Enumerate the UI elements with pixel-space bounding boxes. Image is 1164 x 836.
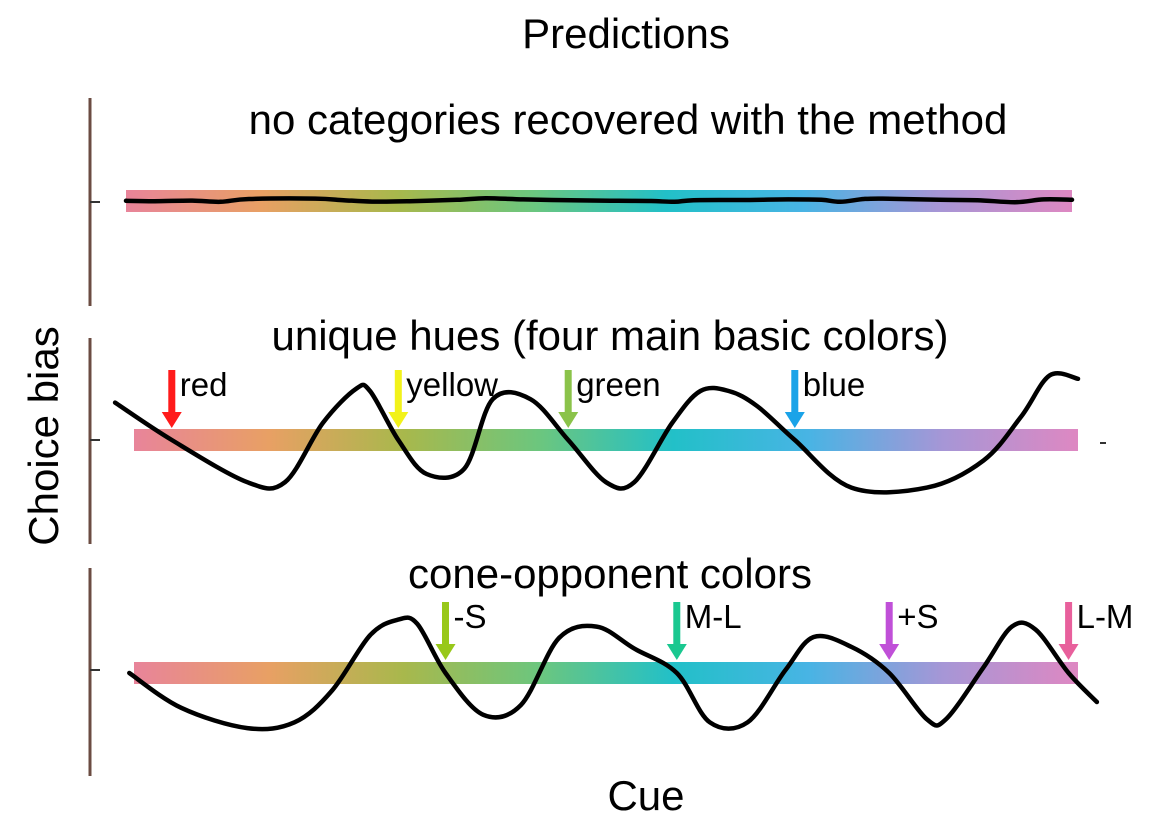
marker-label: red: [180, 366, 228, 403]
marker-arrow-shaft: [673, 602, 681, 646]
marker-label: +S: [897, 598, 938, 635]
panel-2-markers: red yellow green blue: [161, 366, 865, 428]
marker-arrow-head: [161, 412, 182, 428]
panel-1-bias-curve: [123, 195, 1075, 205]
panel-no-categories: no categories recovered with the method: [88, 96, 1075, 306]
marker-label: -S: [454, 598, 487, 635]
marker-label: blue: [803, 366, 865, 403]
marker-arrow-shaft: [791, 370, 799, 414]
panel-3-bias-curve: [127, 615, 1100, 732]
panel-2-title: unique hues (four main basic colors): [271, 312, 948, 359]
marker-arrow-shaft: [442, 602, 449, 646]
marker-arrow-shaft: [168, 370, 176, 414]
marker-label: L-M: [1077, 598, 1134, 635]
y-axis-label: Choice bias: [20, 326, 67, 545]
marker-arrow-head: [388, 412, 409, 428]
marker-label: yellow: [406, 366, 498, 403]
marker-arrow-head: [784, 412, 805, 428]
marker-arrow-head: [879, 644, 900, 660]
panel-unique-hues: unique hues (four main basic colors) red…: [88, 312, 1106, 544]
panel-3-title: cone-opponent colors: [408, 550, 812, 597]
marker-arrow-shaft: [564, 370, 572, 414]
marker-arrow-head: [1058, 644, 1079, 660]
marker-label: M-L: [685, 598, 742, 635]
marker-arrow-shaft: [394, 370, 402, 414]
figure-title: Predictions: [522, 10, 730, 57]
marker-arrow-shaft: [885, 602, 893, 646]
marker-arrow-head: [666, 644, 687, 660]
marker-arrow-head: [558, 412, 579, 428]
panel-2-hue-band: [134, 429, 1078, 451]
panel-3-hue-band: [134, 662, 1078, 684]
marker-label: green: [576, 366, 660, 403]
panel-1-title: no categories recovered with the method: [249, 96, 1008, 143]
marker-arrow-shaft: [1065, 602, 1073, 646]
panel-2-bias-curve: [112, 370, 1081, 495]
x-axis-label: Cue: [607, 772, 684, 819]
panel-3-markers: -S M-L +S L-M: [435, 598, 1134, 660]
panel-cone-opponent: cone-opponent colors -S M-L +S L-M: [88, 550, 1134, 776]
marker-arrow-head: [435, 644, 456, 660]
